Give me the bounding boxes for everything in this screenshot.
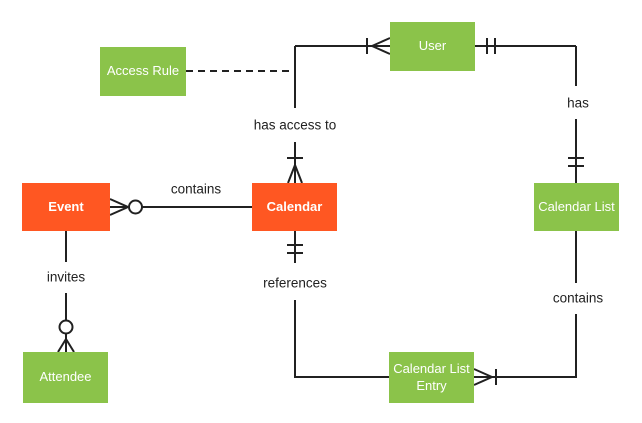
entity-attendee: Attendee: [23, 352, 108, 403]
cardinality-one-and-only-one-marker: [568, 157, 584, 167]
cardinality-one-or-many-marker: [366, 37, 391, 55]
entity-calendar: Calendar: [252, 183, 337, 231]
connector-event-calendar: [109, 198, 252, 216]
entity-event: Event: [22, 183, 110, 231]
cardinality-zero-or-many-marker: [57, 319, 75, 353]
connector-calendar-user: [287, 37, 391, 184]
relationship-label-invites: invites: [46, 269, 86, 285]
cardinality-one-or-many-marker: [287, 157, 303, 184]
connector-calendar-list-entry: [473, 231, 577, 386]
cardinality-one-and-only-one-marker: [486, 38, 496, 54]
connector-event-attendee: [57, 231, 75, 353]
cardinality-zero-or-many-marker: [109, 198, 143, 216]
relationship-label-references: references: [263, 275, 327, 291]
entity-calendar-list: Calendar List: [534, 183, 619, 231]
relationship-label-contains-calendar-list: contains: [552, 290, 604, 306]
cardinality-one-or-many-marker: [473, 368, 497, 386]
relationship-label-contains-event-calendar: contains: [170, 181, 222, 197]
entity-calendar-list-entry: Calendar List Entry: [389, 352, 474, 403]
entity-user: User: [390, 22, 475, 71]
cardinality-one-and-only-one-marker: [287, 244, 303, 254]
relationship-label-has: has: [567, 95, 589, 111]
entity-access-rule: Access Rule: [100, 47, 186, 96]
connector-user-calendar-list: [474, 38, 584, 183]
relationship-label-has-access-to: has access to: [253, 117, 337, 133]
connector-calendar-references-entry: [287, 231, 389, 378]
